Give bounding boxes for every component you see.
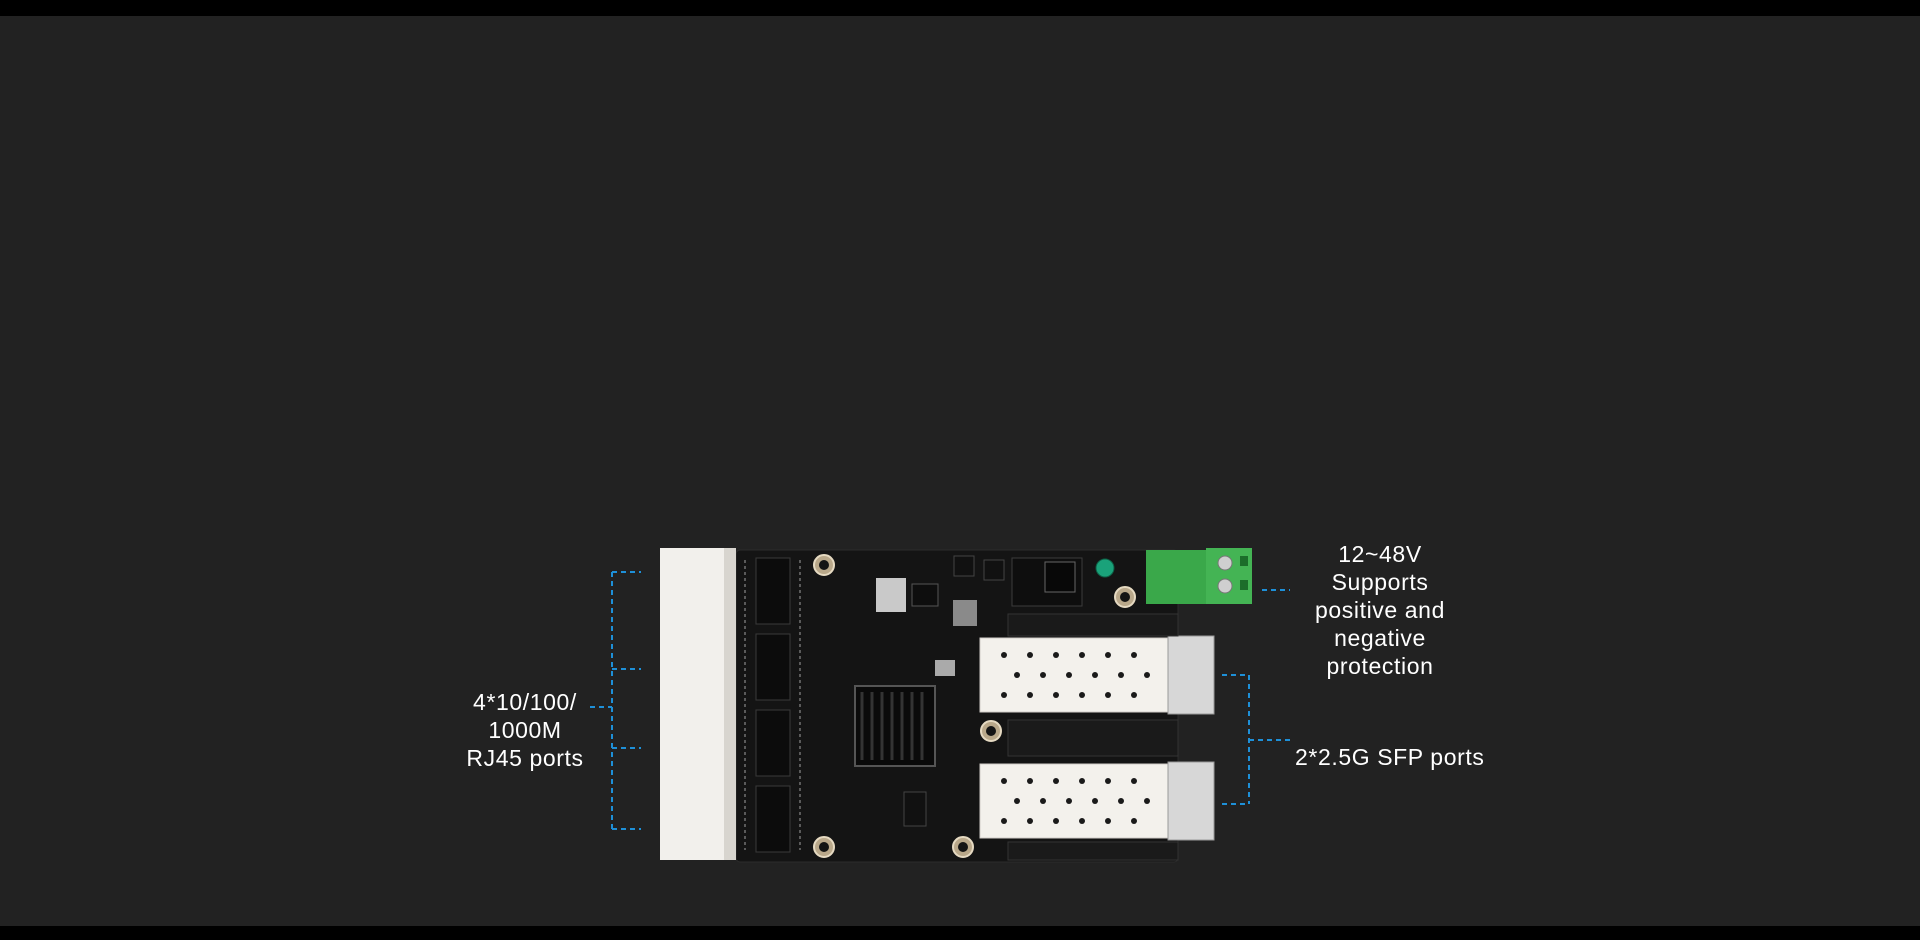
power-input-label: 12~48V Supports positive and negative pr… bbox=[1315, 541, 1445, 679]
sfp-cage-1 bbox=[979, 635, 1215, 715]
sfp-ports-label: 2*2.5G SFP ports bbox=[1295, 744, 1485, 770]
rj45-ports-label: 4*10/100/ 1000M RJ45 ports bbox=[466, 689, 584, 771]
mounting-holes bbox=[813, 554, 1136, 858]
power-terminal-block bbox=[1146, 548, 1252, 604]
rj45-callout-bracket bbox=[590, 571, 641, 830]
switch-board-illustration bbox=[590, 548, 1290, 863]
sfp-callout-bracket bbox=[1222, 674, 1290, 805]
rj45-magnetics bbox=[755, 557, 791, 853]
green-capacitor bbox=[1095, 558, 1115, 578]
sfp-cage-2 bbox=[979, 761, 1215, 841]
rj45-housing bbox=[660, 548, 736, 860]
product-image-stage: 4*10/100/ 1000M RJ45 ports 12~48V Suppor… bbox=[0, 16, 1920, 926]
